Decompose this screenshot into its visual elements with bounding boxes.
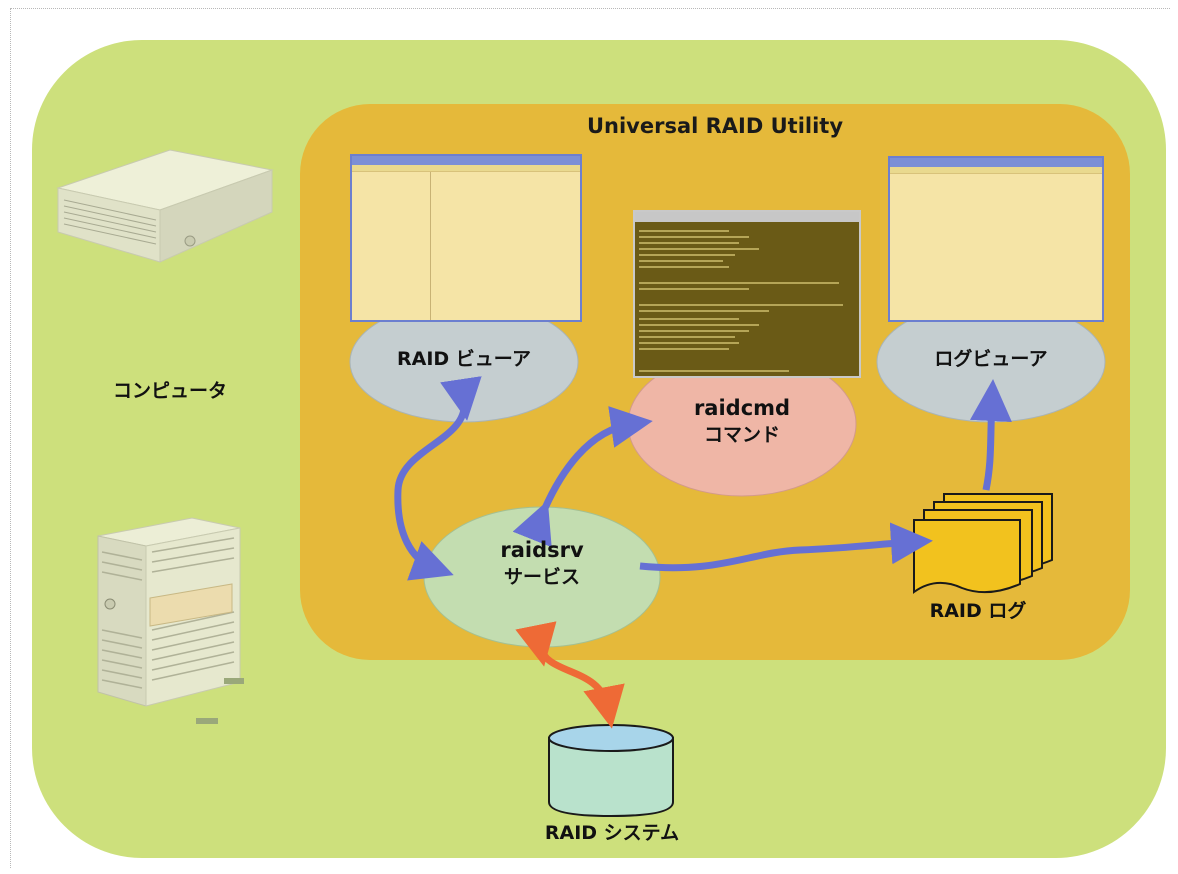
log-viewer-label: ログビューア — [934, 348, 1048, 370]
log-logviewer-arrow — [969, 379, 1012, 491]
raidsrv-subtitle: サービス — [503, 566, 580, 588]
viewer-service-arrow — [394, 376, 482, 581]
computer-label: コンピュータ — [112, 380, 227, 402]
raidcmd-service-arrow — [512, 406, 653, 548]
rack-server-icon — [56, 149, 274, 263]
raidcmd-subtitle: コマンド — [703, 424, 780, 446]
tower-server-icon — [97, 517, 244, 724]
utility-title: Universal RAID Utility — [586, 114, 844, 138]
raid-viewer-label: RAID ビューア — [396, 348, 532, 370]
log-viewer-window — [888, 156, 1104, 322]
raid-system-database-icon — [548, 724, 674, 818]
canvas-frame — [10, 8, 1170, 868]
raidcmd-title: raidcmd — [693, 396, 791, 420]
service-system-arrow — [515, 621, 625, 729]
command-prompt-window — [633, 210, 861, 378]
service-log-arrow — [639, 522, 933, 572]
raid-log-icon — [913, 493, 1053, 594]
raidsrv-title: raidsrv — [500, 538, 584, 562]
raid-log-label: RAID ログ — [929, 600, 1027, 622]
raid-viewer-window — [350, 154, 582, 322]
raid-system-label: RAID システム — [544, 822, 680, 844]
